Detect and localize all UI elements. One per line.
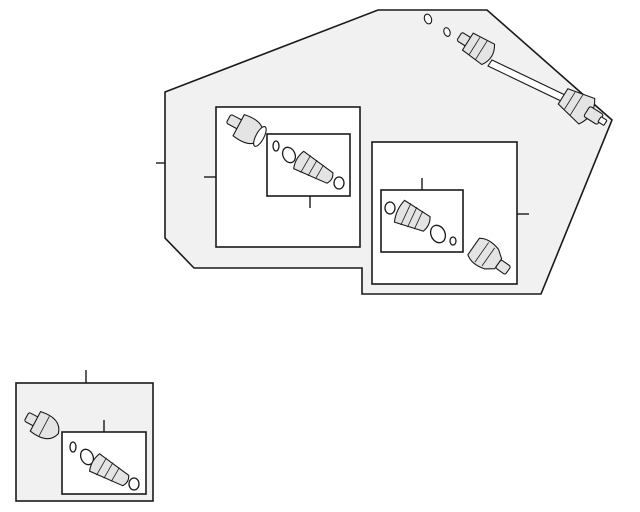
boot-icon: [293, 150, 334, 184]
snap-ring-outer-icon: [384, 201, 396, 215]
outer-joint-icon: [557, 88, 608, 126]
outer-boot-icon: [393, 199, 431, 232]
separate-assembly-box: [15, 370, 154, 502]
inner-joint-housing-icon: [226, 113, 267, 147]
outer-snap-icon: [449, 236, 457, 246]
separate-outer-joint-icon: [24, 410, 60, 440]
separate-clamp-icon: [79, 448, 95, 466]
clamp-icon: [281, 146, 297, 164]
outer-clamp-icon: [429, 224, 447, 244]
washer-icon: [443, 27, 451, 37]
outer-joint-housing-icon: [467, 237, 511, 275]
separate-boot-icon: [88, 453, 130, 487]
snap-ring-icon: [272, 140, 280, 152]
outer-joint-kit-box: [371, 141, 529, 285]
inner-joint-icon: [456, 32, 496, 66]
separate-small-clamp-icon: [128, 477, 140, 491]
separate-snap-ring-icon: [69, 441, 77, 453]
inner-joint-kit-box: [204, 106, 361, 248]
axle-shaft-assembly: [423, 13, 608, 126]
clamp-small-icon: [333, 176, 345, 190]
nut-icon: [423, 13, 433, 25]
